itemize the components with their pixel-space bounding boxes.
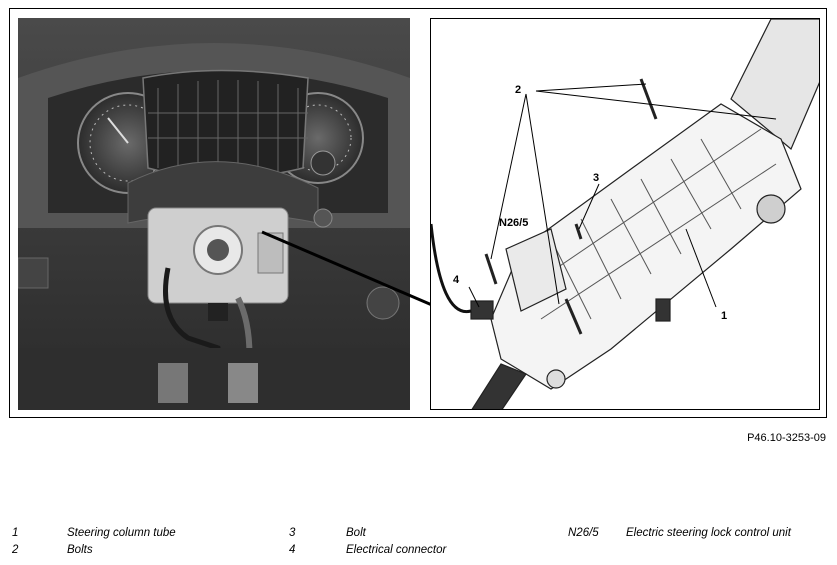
dashboard-photo-illustration — [18, 18, 410, 410]
figure-reference: P46.10-3253-09 — [747, 432, 826, 444]
legend-text: Steering column tube — [67, 527, 176, 539]
callout-4: 4 — [453, 274, 460, 286]
callout-2: 2 — [515, 84, 521, 96]
steering-column-drawing: 2 3 N26/5 4 1 — [430, 18, 820, 410]
legend-text: Bolts — [67, 544, 93, 556]
legend-text: Electric steering lock control unit — [626, 527, 791, 539]
callout-1: 1 — [721, 310, 727, 322]
legend-code: N26/5 — [568, 527, 599, 539]
steering-column-illustration: 2 3 N26/5 4 1 — [431, 19, 819, 409]
callout-3: 3 — [593, 172, 599, 184]
legend-code: 2 — [12, 544, 19, 556]
legend-text: Bolt — [346, 527, 366, 539]
legend-code: 4 — [289, 544, 296, 556]
dashboard-photo — [18, 18, 410, 410]
legend-code: 3 — [289, 527, 296, 539]
callout-n26-5: N26/5 — [499, 217, 528, 229]
legend-code: 1 — [12, 527, 19, 539]
legend-text: Electrical connector — [346, 544, 447, 556]
